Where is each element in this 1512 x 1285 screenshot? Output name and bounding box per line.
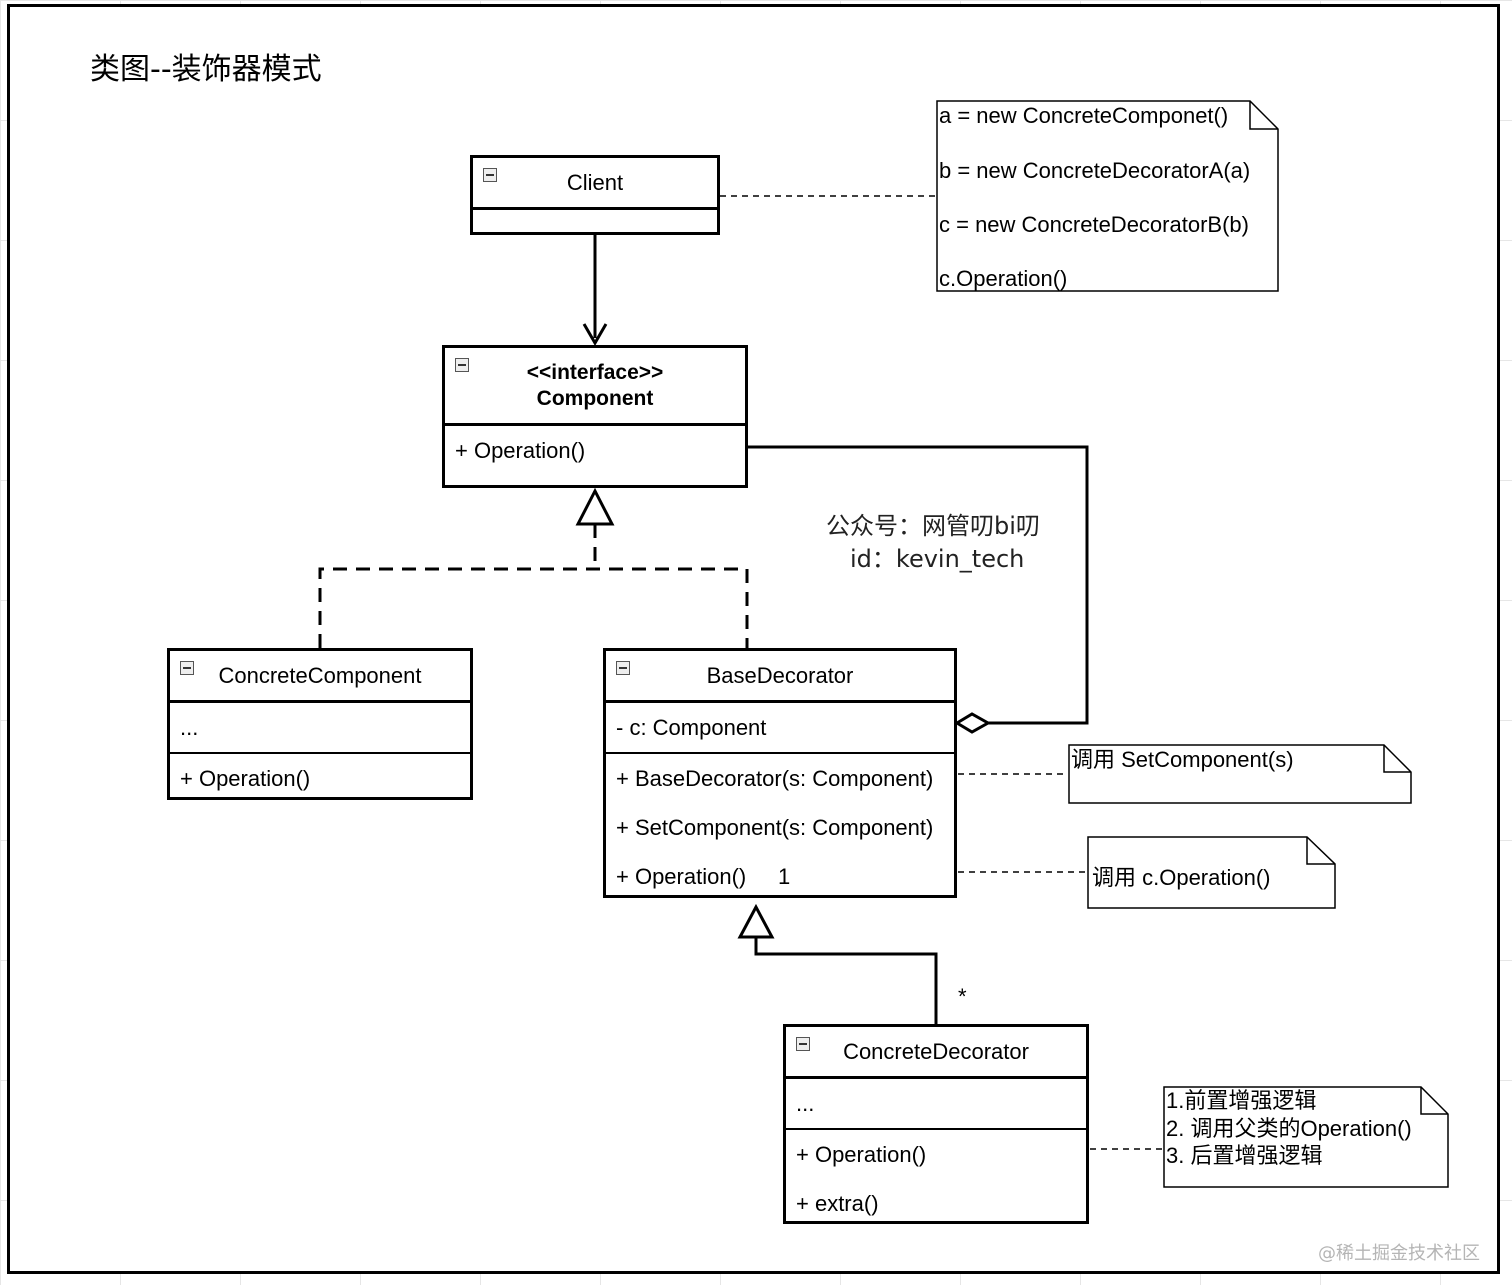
collapse-icon[interactable] [455,358,469,372]
aggregation-line [748,445,1089,725]
class-base-decorator-name: BaseDecorator [706,662,854,688]
class-component-name: Component [536,386,654,410]
inheritance-line [754,937,938,1024]
inheritance-triangle [737,903,775,939]
class-client-name: Client [566,169,624,195]
note-shape [936,100,1279,292]
author-line-1: 公众号：网管叨bi叨 [826,512,1040,540]
class-concrete-decorator-methods: + Operation() + extra() [786,1130,1086,1228]
class-base-decorator[interactable]: BaseDecorator - c: Component + BaseDecor… [603,648,957,898]
note-setcomponent[interactable]: 调用 SetComponent(s) [1068,744,1412,804]
class-client[interactable]: Client [470,155,720,235]
method-row: + Operation() [616,864,747,889]
class-concrete-decorator-header: ConcreteDecorator [786,1027,1086,1079]
method-row: + extra() [796,1191,879,1216]
class-concrete-decorator[interactable]: ConcreteDecorator ... + Operation() + ex… [783,1024,1089,1224]
attribute-row: ... [180,715,199,740]
attribute-row: - c: Component [616,715,767,740]
class-concrete-component-header: ConcreteComponent [170,651,470,703]
method-row: + Operation() [455,438,586,463]
collapse-icon[interactable] [796,1037,810,1051]
class-component-stereotype: <<interface>> [526,360,664,384]
class-concrete-component-name: ConcreteComponent [218,662,422,688]
watermark: @稀土掘金技术社区 [1318,1243,1480,1264]
realization-dashed-line [318,567,749,648]
association-arrowhead [582,323,608,346]
note-line: 1.前置增强逻辑 [1166,1088,1317,1113]
collapse-icon[interactable] [180,661,194,675]
method-row: + Operation() [796,1142,927,1167]
class-base-decorator-attributes: - c: Component [606,703,954,754]
note-concrete-decorator[interactable]: 1.前置增强逻辑 2. 调用父类的Operation() 3. 后置增强逻辑 [1163,1086,1450,1189]
class-concrete-component[interactable]: ConcreteComponent ... + Operation() [167,648,473,800]
note-shape [1163,1086,1449,1188]
diagram-title: 类图--装饰器模式 [90,52,322,87]
class-component-header: <<interface>> Component [445,348,745,426]
class-concrete-component-methods: + Operation() [170,754,470,803]
author-line-2: id：kevin_tech [850,545,1025,573]
note-line: b = new ConcreteDecoratorA(a) [939,158,1251,183]
note-shape [1068,744,1412,804]
note-line: 2. 调用父类的Operation() [1166,1116,1412,1141]
multiplicity-many: * [958,984,967,1009]
class-concrete-component-attributes: ... [170,703,470,754]
realization-triangle [575,487,615,526]
class-base-decorator-header: BaseDecorator [606,651,954,703]
note-client[interactable]: a = new ConcreteComponet() b = new Concr… [936,100,1279,292]
note-line: a = new ConcreteComponet() [939,103,1229,128]
class-concrete-decorator-name: ConcreteDecorator [843,1038,1029,1064]
note-line: 调用 c.Operation() [1092,865,1271,890]
note-line: 3. 后置增强逻辑 [1166,1143,1323,1168]
method-row: + SetComponent(s: Component) [616,815,934,840]
class-client-header: Client [473,158,717,210]
attribute-row: ... [796,1091,815,1116]
collapse-icon[interactable] [616,661,630,675]
class-component-methods: + Operation() [445,426,745,475]
note-line: c = new ConcreteDecoratorB(b) [939,212,1249,237]
note-line: 调用 SetComponent(s) [1071,747,1294,772]
collapse-icon[interactable] [483,168,497,182]
aggregation-diamond [954,712,992,734]
note-line: c.Operation() [939,266,1068,291]
method-row: + Operation() [180,766,311,791]
note-operation[interactable]: 调用 c.Operation() [1087,836,1337,910]
multiplicity-one: 1 [778,864,791,889]
note-shape [1087,836,1336,909]
class-concrete-decorator-attributes: ... [786,1079,1086,1130]
class-base-decorator-methods: + BaseDecorator(s: Component) + SetCompo… [606,754,954,901]
method-row: + BaseDecorator(s: Component) [616,766,934,791]
class-component[interactable]: <<interface>> Component + Operation() [442,345,748,488]
